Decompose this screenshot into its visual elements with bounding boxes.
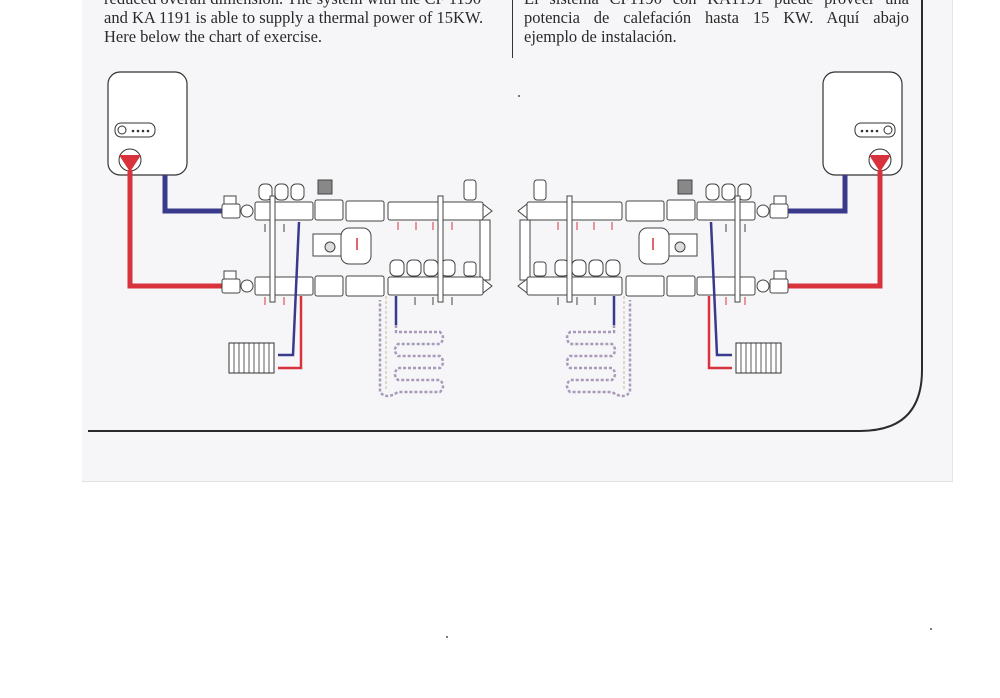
- english-line: Here below the chart of exercise.: [104, 27, 323, 46]
- spanish-line: potencia de calefación hasta 15 KW. Aquí…: [524, 8, 909, 27]
- scanned-page: [82, 0, 953, 482]
- scan-speck: [518, 95, 520, 97]
- scan-speck: [446, 636, 448, 638]
- left-installation: [108, 72, 492, 396]
- spanish-line: ejemplo de instalación.: [524, 27, 677, 46]
- english-line: reduced overall dimension. The system wi…: [104, 0, 499, 8]
- page-frame: [88, 0, 923, 432]
- column-divider: [512, 0, 513, 58]
- right-installation: [518, 72, 902, 396]
- english-line: and KA 1191 is able to supply a thermal …: [104, 8, 484, 27]
- scan-speck: [930, 628, 932, 630]
- english-text-column: reduced overall dimension. The system wi…: [104, 0, 499, 46]
